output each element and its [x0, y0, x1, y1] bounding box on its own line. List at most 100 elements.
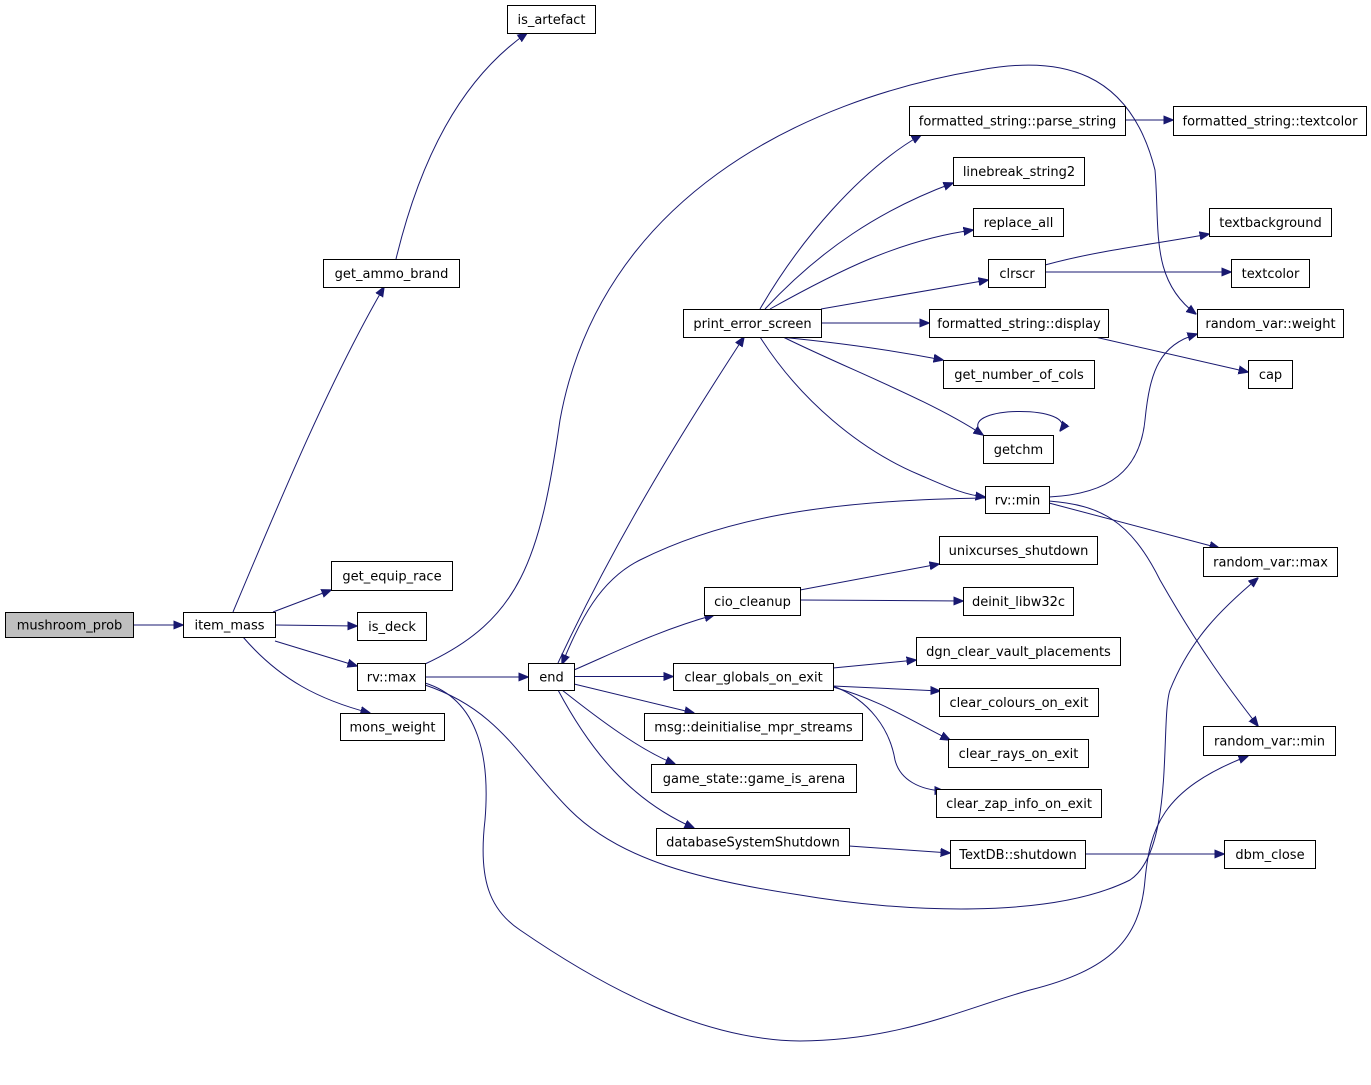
- node-random-var-max[interactable]: random_var::max: [1203, 547, 1338, 577]
- node-clrscr[interactable]: clrscr: [988, 259, 1046, 288]
- node-parse-string[interactable]: formatted_string::parse_string: [909, 106, 1126, 136]
- edge-get_ammo_brand-to-is_artefact: [395, 33, 527, 260]
- node-label: mons_weight: [350, 721, 436, 736]
- node-fs-display[interactable]: formatted_string::display: [929, 309, 1109, 338]
- edge-clear_globals_on_exit-to-dgn_clear_vault_placements: [832, 660, 916, 669]
- node-replace-all[interactable]: replace_all: [973, 208, 1064, 237]
- edge-path: [977, 411, 1063, 432]
- node-dgn-clear-vault-placements[interactable]: dgn_clear_vault_placements: [916, 637, 1121, 666]
- node-textdb-shutdown[interactable]: TextDB::shutdown: [950, 840, 1086, 869]
- node-random-var-min[interactable]: random_var::min: [1203, 726, 1336, 756]
- node-rv-min[interactable]: rv::min: [985, 486, 1050, 514]
- node-get-equip-race[interactable]: get_equip_race: [331, 561, 453, 591]
- node-databaseSystemShutdown[interactable]: databaseSystemShutdown: [656, 828, 850, 856]
- node-box: [528, 663, 575, 691]
- edge-print_error_screen-to-parse_string: [759, 135, 921, 310]
- edge-path: [557, 689, 694, 828]
- node-item-mass[interactable]: item_mass: [183, 612, 276, 638]
- node-box: [985, 486, 1050, 514]
- node-cap[interactable]: cap: [1248, 360, 1293, 389]
- node-mons-weight[interactable]: mons_weight: [340, 713, 445, 741]
- node-label: mushroom_prob: [17, 619, 123, 634]
- edge-path: [782, 336, 983, 435]
- node-label: TextDB::shutdown: [958, 848, 1076, 863]
- node-box: [704, 587, 801, 616]
- node-rv-max[interactable]: rv::max: [357, 663, 426, 691]
- node-clear-rays-on-exit[interactable]: clear_rays_on_exit: [948, 739, 1089, 768]
- node-box: [1231, 259, 1310, 288]
- node-box: [507, 5, 596, 34]
- node-box: [939, 688, 1099, 717]
- node-label: print_error_screen: [693, 317, 811, 332]
- node-label: formatted_string::textcolor: [1183, 115, 1359, 130]
- edge-print_error_screen-to-getchm: [782, 336, 983, 435]
- edge-end-to-msg_deinit: [573, 683, 694, 713]
- edge-rv_min-to-random_var_weight: [1048, 334, 1197, 498]
- node-label: item_mass: [194, 619, 264, 634]
- node-clear-colours-on-exit[interactable]: clear_colours_on_exit: [939, 688, 1099, 717]
- node-box: [939, 536, 1098, 565]
- node-label: random_var::weight: [1205, 317, 1335, 332]
- node-msg-deinit[interactable]: msg::deinitialise_mpr_streams: [644, 713, 863, 741]
- edge-path: [274, 625, 357, 626]
- edge-clear_globals_on_exit-to-clear_rays_on_exit: [832, 686, 950, 740]
- node-textcolor-fs[interactable]: formatted_string::textcolor: [1173, 106, 1367, 136]
- node-label: databaseSystemShutdown: [666, 836, 840, 851]
- node-is-deck[interactable]: is_deck: [357, 612, 427, 641]
- node-clear-globals-on-exit[interactable]: clear_globals_on_exit: [673, 663, 834, 691]
- node-textbackground[interactable]: textbackground: [1209, 208, 1332, 237]
- node-game-is-arena[interactable]: game_state::game_is_arena: [651, 764, 857, 793]
- edge-clear_globals_on_exit-to-clear_zap_info_on_exit: [832, 685, 944, 791]
- node-is-artefact[interactable]: is_artefact: [507, 5, 596, 34]
- node-label: clear_globals_on_exit: [684, 671, 822, 686]
- node-getchm[interactable]: getchm: [983, 435, 1054, 464]
- edge-path: [820, 280, 988, 310]
- node-cio-cleanup[interactable]: cio_cleanup: [704, 587, 801, 616]
- edge-end-to-cio_cleanup: [573, 615, 714, 671]
- edge-path: [557, 337, 744, 664]
- edge-print_error_screen-to-get_number_of_cols: [779, 336, 943, 360]
- node-box: [963, 587, 1074, 616]
- edge-getchm-to-getchm: [977, 411, 1063, 432]
- node-get-number-of-cols[interactable]: get_number_of_cols: [943, 360, 1095, 389]
- node-box: [1197, 309, 1344, 338]
- node-clear-zap-info-on-exit[interactable]: clear_zap_info_on_exit: [936, 789, 1102, 818]
- node-box: [1248, 360, 1293, 389]
- edge-clear_globals_on_exit-to-clear_colours_on_exit: [832, 685, 940, 691]
- node-print-error-screen[interactable]: print_error_screen: [683, 309, 822, 338]
- edge-path: [232, 287, 384, 613]
- edge-cio_cleanup-to-unixcurses_shutdown: [799, 564, 939, 591]
- edge-rv_min-to-random_var_min: [1048, 500, 1258, 726]
- edge-path: [759, 135, 921, 310]
- edge-print_error_screen-to-clrscr: [820, 280, 988, 310]
- node-box: [929, 309, 1109, 338]
- node-box: [1203, 547, 1338, 577]
- node-textcolor[interactable]: textcolor: [1231, 259, 1310, 288]
- edge-item_mass-to-rv_max: [274, 640, 357, 666]
- edge-path: [395, 33, 527, 260]
- node-box: [673, 663, 834, 691]
- nodes: mushroom_prob item_mass is_artefact get_amm…: [5, 5, 1367, 869]
- node-label: get_number_of_cols: [954, 368, 1084, 383]
- node-label: clrscr: [999, 267, 1035, 282]
- node-label: is_artefact: [517, 13, 585, 28]
- node-deinit-libw32c[interactable]: deinit_libw32c: [963, 587, 1074, 616]
- node-end[interactable]: end: [528, 663, 575, 691]
- edge-path: [1048, 500, 1258, 726]
- edge-item_mass-to-get_ammo_brand: [232, 287, 384, 613]
- node-box: [651, 764, 857, 793]
- node-label: textbackground: [1219, 216, 1322, 231]
- node-label: dgn_clear_vault_placements: [926, 645, 1111, 660]
- node-box: [357, 612, 427, 641]
- node-dbm-close[interactable]: dbm_close: [1224, 840, 1316, 869]
- node-random-var-weight[interactable]: random_var::weight: [1197, 309, 1344, 338]
- node-mushroom-prob[interactable]: mushroom_prob: [5, 612, 134, 638]
- node-box: [948, 739, 1089, 768]
- node-linebreak-string2[interactable]: linebreak_string2: [953, 157, 1085, 186]
- node-label: random_var::min: [1214, 735, 1325, 750]
- edge-rv_max-to-random_var_max: [424, 578, 1258, 910]
- node-box: [943, 360, 1095, 389]
- node-get-ammo-brand[interactable]: get_ammo_brand: [323, 259, 460, 288]
- node-unixcurses-shutdown[interactable]: unixcurses_shutdown: [939, 536, 1098, 565]
